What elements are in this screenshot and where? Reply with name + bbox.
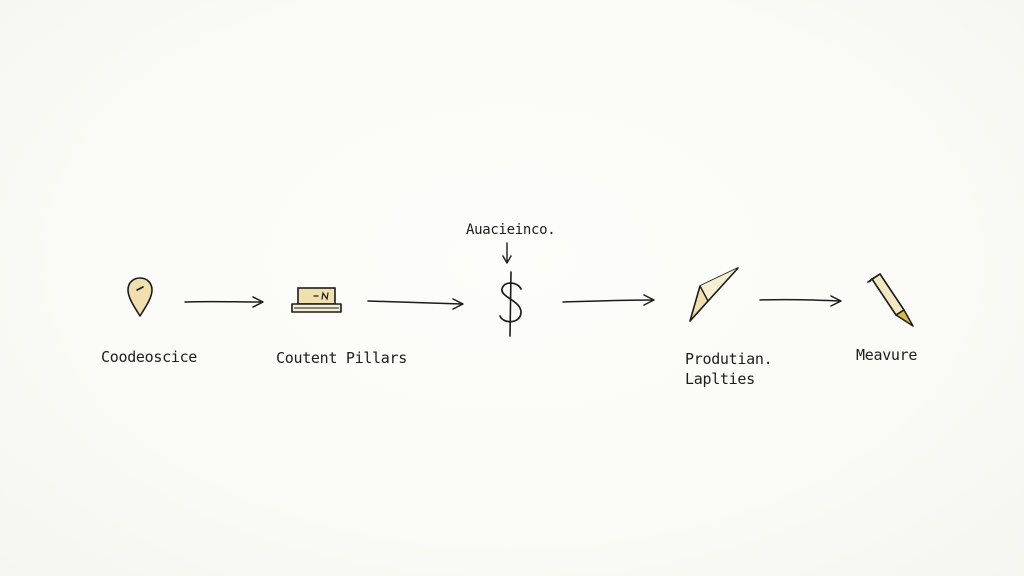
- node-3-annotation: Auacieinco.: [466, 222, 556, 238]
- arrow-2: [367, 298, 464, 310]
- node-4-label: Produtian. Laplties: [685, 349, 773, 389]
- dollar-icon: [499, 271, 522, 337]
- annotation-arrow: [502, 242, 512, 264]
- pencil-icon: [867, 273, 914, 327]
- arrow-3: [562, 294, 655, 306]
- node-2-label: Coutent Pillars: [276, 349, 407, 367]
- node-5-label: Meavure: [856, 346, 918, 364]
- location-pin-icon: [127, 277, 153, 317]
- arrow-4: [759, 295, 842, 307]
- laptop-icon: [291, 287, 342, 313]
- node-4-label-line-1: Produtian.: [685, 350, 773, 368]
- node-1-label: Coodeoscice: [101, 348, 198, 366]
- node-4-label-line-2: Laplties: [685, 370, 755, 388]
- arrow-1: [184, 296, 264, 308]
- paper-plane-icon: [689, 267, 739, 322]
